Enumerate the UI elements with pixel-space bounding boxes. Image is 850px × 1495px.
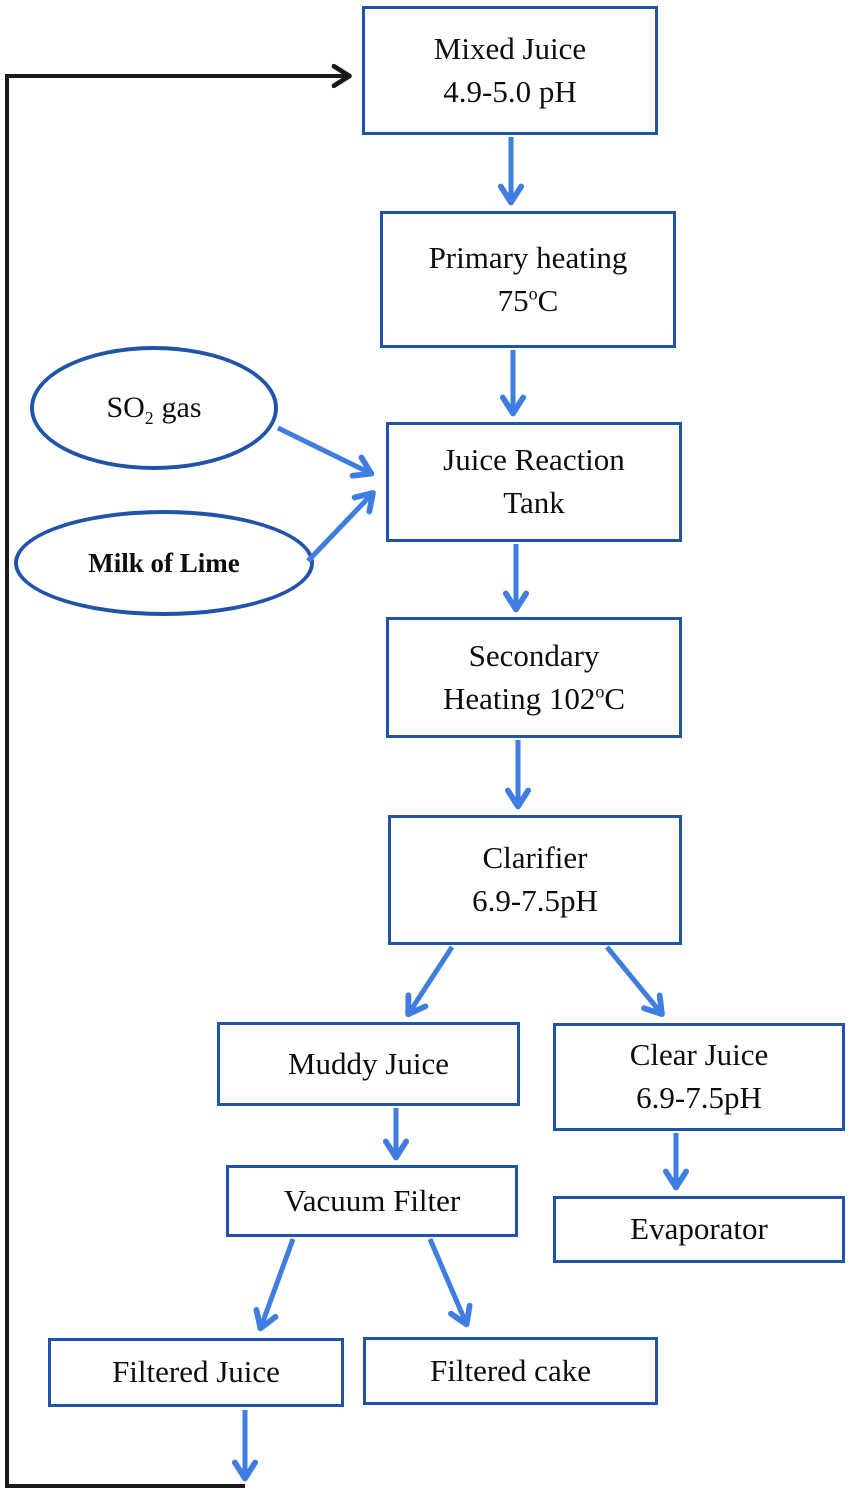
arrow-vacuum-filter-to-filtered-cake bbox=[427, 1238, 473, 1328]
node-label: Secondary bbox=[468, 637, 600, 673]
node-label: Primary heating bbox=[428, 239, 628, 275]
node-label: Filtered Juice bbox=[112, 1354, 280, 1390]
node-secondary-heating: Secondary Heating 102oC bbox=[386, 617, 682, 738]
node-clarifier: Clarifier 6.9-7.5pH bbox=[388, 815, 682, 945]
node-muddy-juice: Muddy Juice bbox=[217, 1022, 520, 1106]
node-filtered-cake: Filtered cake bbox=[363, 1337, 658, 1405]
ellipse-milk-of-lime: Milk of Lime bbox=[14, 510, 314, 616]
node-sublabel: Heating 102oC bbox=[442, 680, 626, 716]
node-filtered-juice: Filtered Juice bbox=[48, 1338, 344, 1407]
node-label: Evaporator bbox=[630, 1211, 768, 1247]
node-label: Vacuum Filter bbox=[283, 1182, 461, 1218]
node-label: Clear Juice bbox=[629, 1037, 769, 1073]
node-mixed-juice: Mixed Juice 4.9-5.0 pH bbox=[362, 6, 658, 135]
chemical-subscript: 2 bbox=[144, 408, 154, 428]
node-sublabel: 6.9-7.5pH bbox=[636, 1080, 762, 1115]
node-sublabel: 75oC bbox=[497, 282, 559, 318]
degree-superscript: o bbox=[595, 681, 605, 702]
node-label: Clarifier bbox=[482, 840, 588, 876]
node-clear-juice: Clear Juice 6.9-7.5pH bbox=[553, 1023, 845, 1131]
node-label: Muddy Juice bbox=[287, 1045, 449, 1081]
node-label: Mixed Juice bbox=[433, 30, 587, 66]
node-label: Filtered cake bbox=[430, 1352, 591, 1388]
arrow-so2-gas-to-juice-reaction-tank bbox=[276, 425, 375, 479]
node-sublabel: 4.9-5.0 pH bbox=[443, 73, 577, 109]
node-evaporator: Evaporator bbox=[553, 1196, 845, 1263]
degree-superscript: o bbox=[528, 283, 538, 304]
node-label: Juice Reaction bbox=[443, 442, 625, 478]
node-sublabel: 6.9-7.5pH bbox=[472, 883, 598, 918]
arrow-milk-of-lime-to-juice-reaction-tank bbox=[306, 490, 376, 563]
recycle-loop-line bbox=[5, 63, 352, 1488]
node-sublabel: Tank bbox=[503, 485, 565, 520]
arrow-vacuum-filter-to-filtered-juice bbox=[253, 1238, 296, 1332]
arrow-clarifier-to-clear-juice bbox=[605, 945, 665, 1018]
node-label: Milk of Lime bbox=[88, 547, 240, 578]
node-juice-reaction-tank: Juice Reaction Tank bbox=[386, 422, 682, 542]
node-primary-heating: Primary heating 75oC bbox=[380, 211, 676, 348]
node-vacuum-filter: Vacuum Filter bbox=[226, 1165, 518, 1237]
arrow-clarifier-to-muddy-juice bbox=[405, 945, 455, 1018]
